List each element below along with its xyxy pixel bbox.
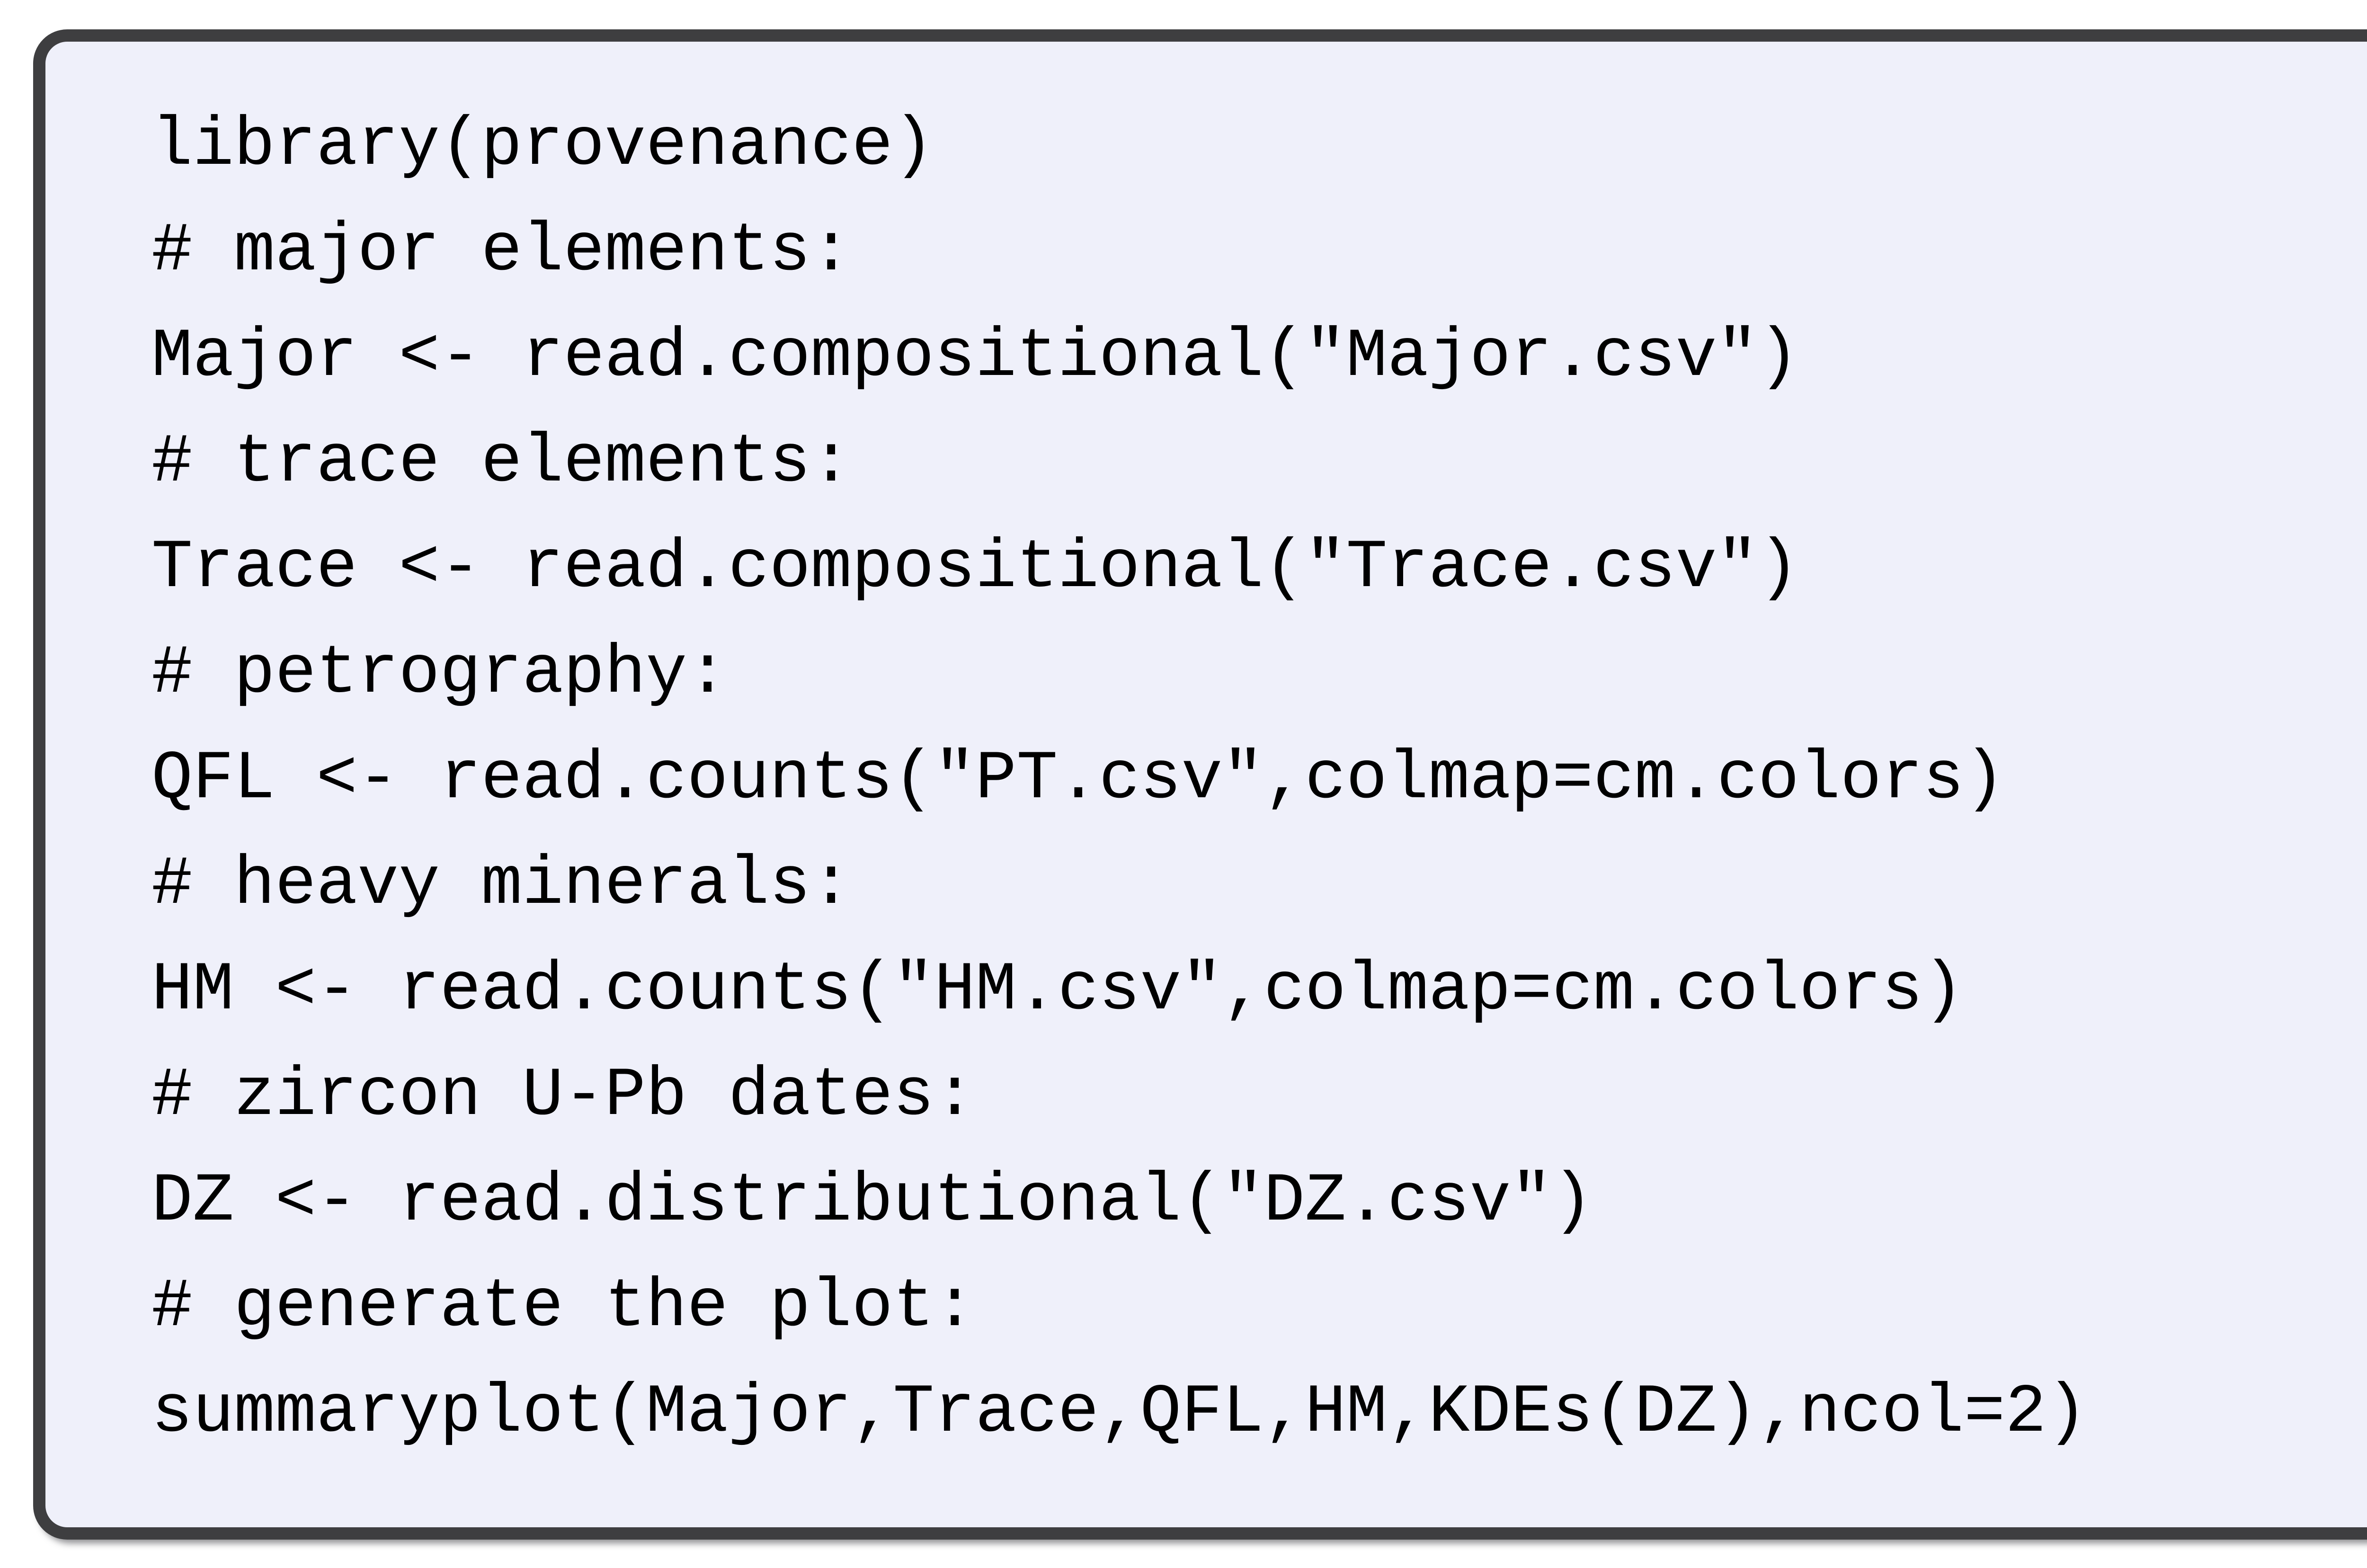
code-line: # major elements:	[151, 212, 852, 290]
code-line: DZ <- read.distributional("DZ.csv")	[151, 1162, 1593, 1240]
code-line: # trace elements:	[151, 423, 852, 501]
code-line: library(provenance)	[151, 107, 934, 185]
code-panel: library(provenance) # major elements: Majo…	[33, 29, 2367, 1540]
code-line: # petrography:	[151, 634, 729, 713]
code-line: # generate the plot:	[151, 1268, 976, 1346]
code-line: HM <- read.counts("HM.csv",colmap=cm.col…	[151, 951, 1964, 1029]
code-line: summaryplot(Major,Trace,QFL,HM,KDEs(DZ),…	[151, 1373, 2088, 1452]
code-line: QFL <- read.counts("PT.csv",colmap=cm.co…	[151, 740, 2005, 818]
code-line: # zircon U-Pb dates:	[151, 1057, 976, 1135]
code-listing: library(provenance) # major elements: Majo…	[45, 42, 2367, 1522]
code-line: Trace <- read.compositional("Trace.csv")	[151, 529, 1799, 607]
code-line: Major <- read.compositional("Major.csv")	[151, 318, 1799, 396]
code-line: # heavy minerals:	[151, 846, 852, 924]
